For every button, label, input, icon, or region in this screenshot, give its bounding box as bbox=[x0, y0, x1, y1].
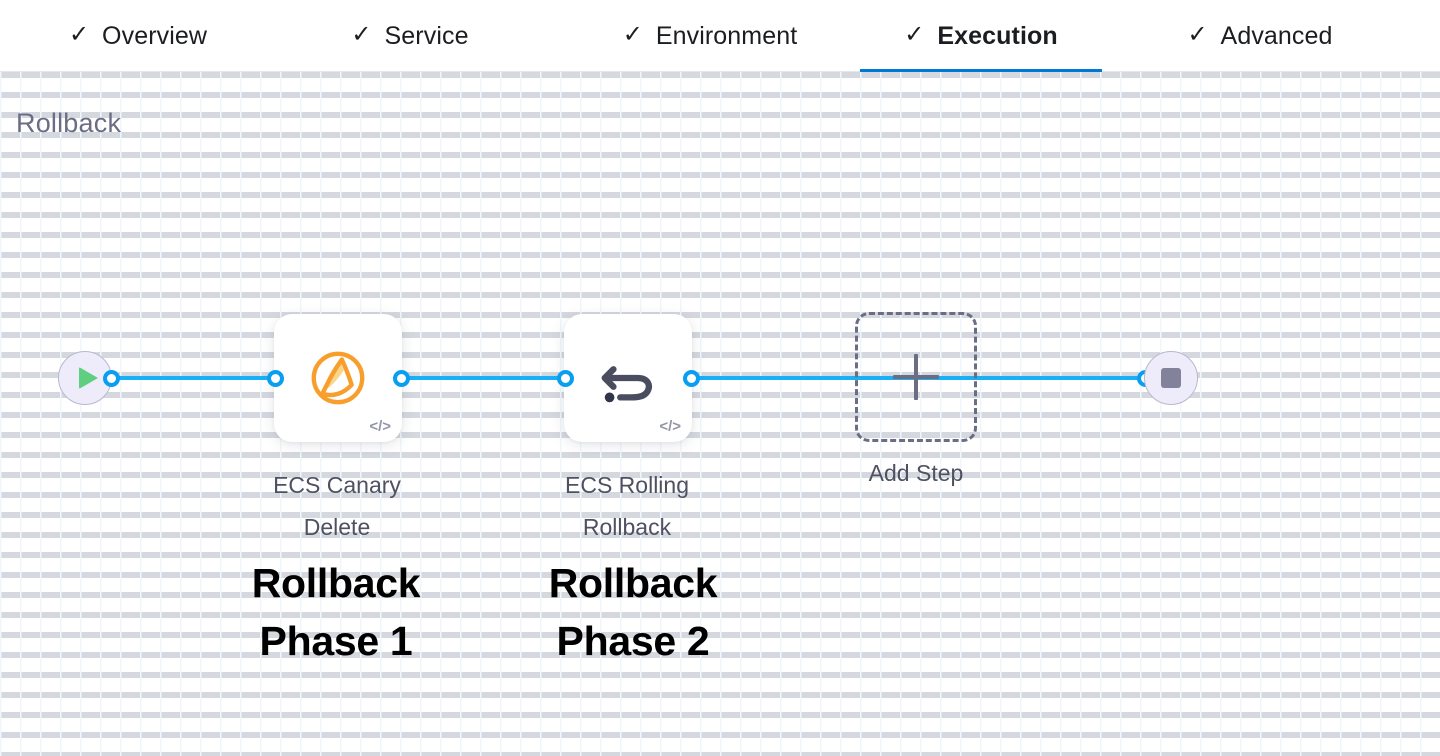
step-label-ecs-rolling-rollback: ECS Rolling Rollback bbox=[532, 464, 722, 548]
tab-service[interactable]: ✓ Service bbox=[290, 0, 530, 72]
tab-label: Service bbox=[384, 21, 469, 50]
check-icon: ✓ bbox=[351, 21, 372, 48]
play-icon bbox=[78, 367, 98, 389]
annotation-rollback-phase-2: Rollback Phase 2 bbox=[483, 554, 783, 670]
tab-environment[interactable]: ✓ Environment bbox=[560, 0, 860, 72]
annotation-rollback-phase-1: Rollback Phase 1 bbox=[186, 554, 486, 670]
annotation-line1: Rollback bbox=[548, 560, 718, 606]
connector-dot-step2-out[interactable] bbox=[683, 370, 700, 387]
add-step-button[interactable] bbox=[855, 312, 977, 442]
step-label-line2: Delete bbox=[303, 514, 371, 540]
code-icon[interactable]: </> bbox=[369, 418, 391, 435]
tab-overview[interactable]: ✓ Overview bbox=[8, 0, 268, 72]
check-icon: ✓ bbox=[904, 21, 925, 48]
stop-icon bbox=[1161, 368, 1181, 388]
connector-dot-start-out[interactable] bbox=[103, 370, 120, 387]
annotation-line2: Phase 2 bbox=[556, 618, 710, 664]
plus-icon bbox=[893, 354, 939, 400]
connector-dot-step1-in[interactable] bbox=[267, 370, 284, 387]
connector-dot-step1-out[interactable] bbox=[393, 370, 410, 387]
rollback-arrow-icon bbox=[596, 347, 660, 409]
tab-label: Advanced bbox=[1220, 21, 1333, 50]
check-icon: ✓ bbox=[68, 21, 90, 48]
code-icon[interactable]: </> bbox=[659, 418, 681, 435]
rollback-pipeline-graph: </> ECS Canary Delete </> ECS Rolling Ro… bbox=[0, 72, 1440, 756]
tab-label: Execution bbox=[937, 21, 1058, 50]
check-icon: ✓ bbox=[1187, 21, 1208, 48]
edge-step2-to-addstep bbox=[685, 376, 975, 380]
end-node[interactable] bbox=[1144, 351, 1198, 405]
edge-addstep-to-end bbox=[975, 376, 1155, 380]
edge-start-to-step1 bbox=[105, 376, 295, 380]
section-title-rollback: Rollback bbox=[16, 108, 122, 138]
step-label-line1: ECS Rolling bbox=[565, 472, 689, 498]
tab-execution[interactable]: ✓ Execution bbox=[860, 0, 1102, 73]
connector-dot-step2-in[interactable] bbox=[557, 370, 574, 387]
annotation-line1: Rollback bbox=[251, 560, 421, 606]
tab-label: Environment bbox=[655, 21, 798, 50]
pipeline-canvas[interactable]: Rollback </> bbox=[0, 72, 1440, 756]
tab-advanced[interactable]: ✓ Advanced bbox=[1130, 0, 1390, 72]
annotation-line2: Phase 1 bbox=[259, 618, 413, 664]
pipeline-setup-tabbar: ✓ Overview ✓ Service ✓ Environment ✓ Exe… bbox=[0, 0, 1440, 73]
step-label-line2: Rollback bbox=[582, 514, 672, 540]
step-node-ecs-rolling-rollback[interactable]: </> bbox=[564, 314, 692, 442]
step-label-ecs-canary-delete: ECS Canary Delete bbox=[242, 464, 432, 548]
step-label-line1: ECS Canary bbox=[273, 472, 401, 498]
add-step-label: Add Step bbox=[868, 460, 964, 486]
tab-label: Overview bbox=[102, 21, 208, 50]
ecs-canary-delete-icon bbox=[307, 347, 369, 409]
check-icon: ✓ bbox=[622, 21, 643, 48]
step-node-ecs-canary-delete[interactable]: </> bbox=[274, 314, 402, 442]
edge-step1-to-step2 bbox=[395, 376, 575, 380]
